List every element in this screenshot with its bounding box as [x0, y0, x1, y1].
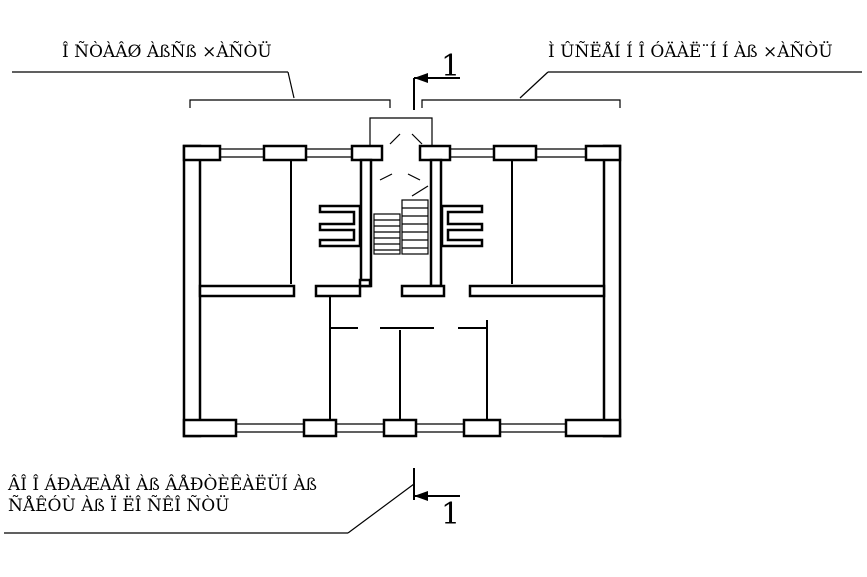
- stair-walls: [359, 158, 443, 288]
- bathroom-blocks: [318, 204, 484, 248]
- label-removed-part: Ì ÛÑËÅÍ Í Î ÓÄÀË¨Í Í Àß ×ÀÑÒÜ: [548, 41, 833, 62]
- label-vertical-line2: ÑÅÊÓÙ Àß Ï ËÎ ÑÊÎ ÑÒÜ: [8, 495, 229, 516]
- section-cut-top: [413, 73, 460, 110]
- label-vertical-line1: ÂÎ Î ÁÐÀÆÀÅÌ Àß ÂÅÐÒÈÊÀËÜÍ Àß: [7, 474, 317, 495]
- section-mark-top: 1: [441, 49, 460, 84]
- leader-top-right: [421, 71, 862, 108]
- partitions: [290, 160, 513, 420]
- windows: [220, 148, 586, 433]
- leader-top-left: [12, 71, 391, 108]
- staircase: [373, 185, 429, 255]
- label-remaining-part: Î ÑÒÀÂØ ÀßÑß ×ÀÑÒÜ: [62, 41, 272, 62]
- internal-walls: [198, 278, 606, 298]
- leader-bottom: [4, 483, 415, 534]
- entrance-vestibule: [369, 117, 433, 146]
- section-mark-bottom: 1: [441, 497, 460, 532]
